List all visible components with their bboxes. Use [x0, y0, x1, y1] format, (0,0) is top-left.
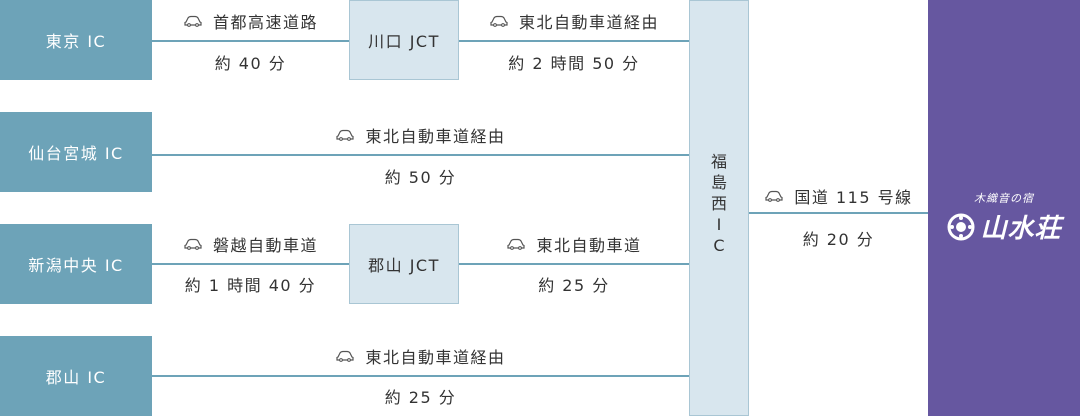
route-label: 首都高速道路	[152, 9, 349, 33]
exit-char: 島	[710, 173, 727, 192]
exit-fukushima-nishi-ic: 福 島 西 I C	[689, 0, 749, 416]
route-label: 国道 115 号線	[749, 184, 928, 208]
route-label: 磐越自動車道	[152, 232, 349, 256]
route-text: 首都高速道路	[212, 13, 318, 32]
start-tokyo-ic: 東京 IC	[0, 0, 152, 80]
start-sendai-miyagi-ic: 仙台宮城 IC	[0, 112, 152, 192]
start-koriyama-ic: 郡山 IC	[0, 336, 152, 416]
exit-char: I	[716, 215, 722, 234]
time-label: 約 25 分	[538, 276, 610, 295]
car-icon	[336, 129, 355, 141]
car-icon	[184, 15, 202, 27]
logo-tagline: 木織音の宿	[974, 192, 1034, 205]
car-icon	[184, 238, 202, 250]
line-kawaguchi-exit	[459, 40, 689, 42]
time-label: 約 1 時間 40 分	[184, 276, 317, 295]
route-label: 東北自動車道経由	[152, 344, 689, 368]
time-label: 約 50 分	[384, 168, 457, 187]
car-icon	[336, 350, 355, 362]
exit-char: 西	[710, 194, 727, 213]
car-icon	[490, 15, 508, 27]
time-label: 約 25 分	[384, 388, 457, 407]
route-label: 東北自動車道	[459, 232, 689, 256]
car-icon	[507, 238, 526, 250]
line-koriyama-jct-exit	[459, 263, 689, 265]
logo: 山水荘	[938, 208, 1070, 245]
exit-char: 福	[710, 152, 727, 171]
crest-icon	[947, 213, 975, 240]
destination-box: 木織音の宿 山水荘	[928, 0, 1080, 416]
car-icon	[765, 190, 783, 202]
time-label: 約 2 時間 50 分	[508, 54, 640, 73]
line-koriyama-exit	[152, 375, 689, 377]
line-niigata-koriyama	[152, 263, 349, 265]
route-label: 東北自動車道経由	[459, 9, 689, 33]
route-text: 国道 115 号線	[794, 188, 913, 207]
route-text: 磐越自動車道	[212, 236, 318, 255]
line-exit-destination	[749, 212, 928, 214]
jct-koriyama: 郡山 JCT	[349, 224, 459, 304]
route-text: 東北自動車道経由	[365, 348, 506, 367]
jct-kawaguchi: 川口 JCT	[349, 0, 459, 80]
time-label: 約 40 分	[214, 54, 287, 73]
route-text: 東北自動車道経由	[518, 13, 659, 32]
route-text: 東北自動車道経由	[365, 127, 506, 146]
exit-char: C	[713, 236, 725, 255]
route-label: 東北自動車道経由	[152, 123, 689, 147]
logo-name: 山水荘	[980, 214, 1062, 244]
line-tokyo-kawaguchi	[152, 40, 349, 42]
exit-label: 福 島 西 I C	[690, 151, 748, 256]
time-label: 約 20 分	[802, 230, 875, 249]
start-niigata-chuo-ic: 新潟中央 IC	[0, 224, 152, 304]
route-text: 東北自動車道	[536, 236, 642, 255]
line-sendai-exit	[152, 154, 689, 156]
